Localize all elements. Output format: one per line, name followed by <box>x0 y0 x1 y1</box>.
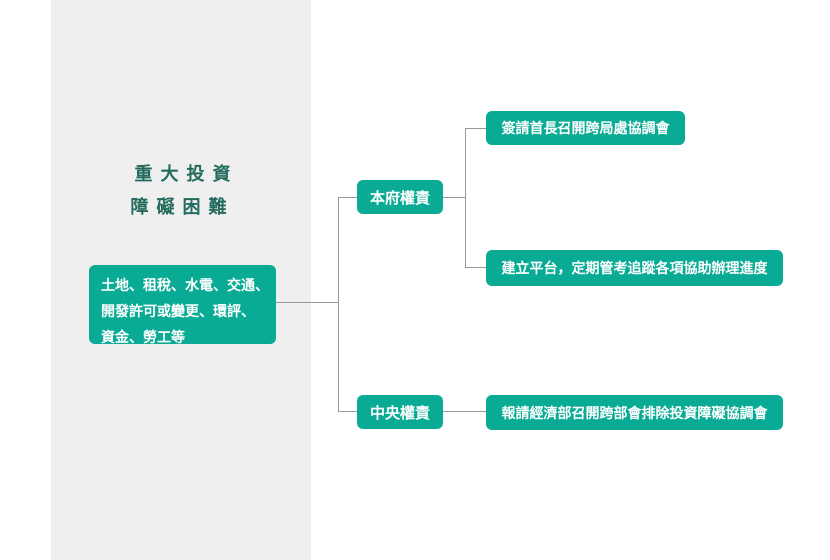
diagram-title-line2: 障礙困難 <box>130 197 235 217</box>
node-city-government-responsibility: 本府權責 <box>357 180 443 214</box>
connector-trunk-vertical <box>338 197 339 412</box>
node-platform-tracking-label: 建立平台，定期管考追蹤各項協助辦理進度 <box>501 260 768 276</box>
connector-subtrunk-to-sign <box>465 128 486 129</box>
node-central-government-label: 中央權責 <box>369 404 430 422</box>
node-central-government-responsibility: 中央權責 <box>357 395 443 429</box>
connector-central-to-report <box>443 411 486 412</box>
root-node-line3: 資金、勞工等 <box>101 329 185 345</box>
root-node-line2: 開發許可或變更、環評、 <box>101 303 255 319</box>
diagram-title-line1: 重大投資 <box>134 164 239 184</box>
node-platform-tracking: 建立平台，定期管考追蹤各項協助辦理進度 <box>486 250 783 286</box>
connector-subtrunk-to-platform <box>465 267 486 268</box>
diagram-title: 重大投資 障礙困難 <box>89 158 276 224</box>
connector-trunk-to-central <box>338 411 357 412</box>
node-cross-bureau-meeting-label: 簽請首長召開跨局處協調會 <box>501 120 670 136</box>
connector-subtrunk-vertical <box>465 128 466 268</box>
node-city-government-label: 本府權責 <box>369 189 430 207</box>
connector-trunk-to-city <box>338 197 357 198</box>
node-investment-obstacles: 土地、租稅、水電、交通、 開發許可或變更、環評、 資金、勞工等 <box>89 265 276 345</box>
connector-root-to-trunk <box>276 302 338 303</box>
connector-city-to-subtrunk <box>443 197 465 198</box>
root-node-line1: 土地、租稅、水電、交通、 <box>101 277 269 293</box>
node-ministry-meeting: 報請經濟部召開跨部會排除投資障礙協調會 <box>486 395 783 430</box>
node-cross-bureau-meeting: 簽請首長召開跨局處協調會 <box>486 111 685 145</box>
node-ministry-meeting-label: 報請經濟部召開跨部會排除投資障礙協調會 <box>501 404 768 421</box>
